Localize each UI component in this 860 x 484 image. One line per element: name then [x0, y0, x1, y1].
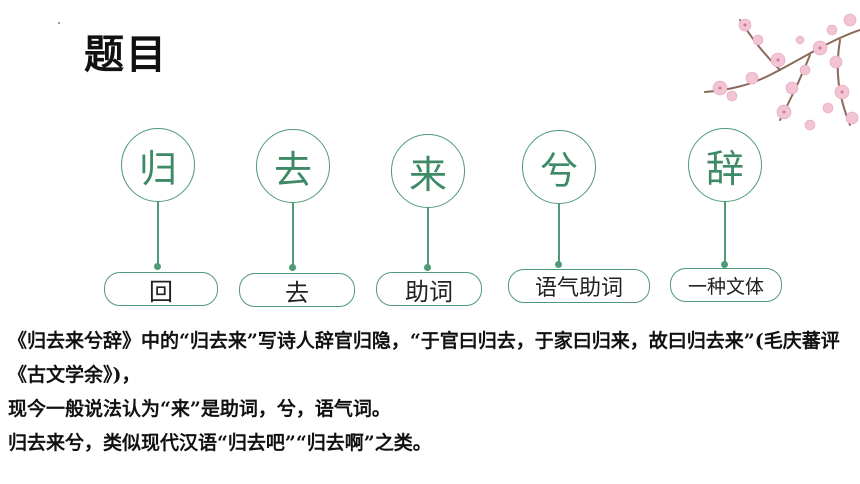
char-circle: 归 — [121, 128, 195, 202]
meaning-pill: 回 — [104, 272, 218, 306]
char-circle: 兮 — [522, 130, 596, 204]
page-title: 题目 — [84, 32, 168, 78]
meaning-pill: 语气助词 — [508, 269, 650, 303]
connector-line — [558, 204, 560, 264]
paragraph: 《归去来兮辞》中的“归去来”写诗人辞官归隐，“于官曰归去，于家曰归来，故曰归去来… — [8, 330, 840, 386]
char-label: 兮 — [539, 148, 578, 193]
char-circle: 去 — [256, 129, 330, 203]
meaning-pill: 助词 — [376, 272, 482, 306]
explanation-text: 《归去来兮辞》中的“归去来”写诗人辞官归隐，“于官曰归去，于家曰归来，故曰归去来… — [8, 324, 854, 460]
meaning-label: 语气助词 — [534, 276, 623, 301]
meaning-label: 一种文体 — [687, 275, 764, 298]
char-label: 辞 — [705, 146, 744, 191]
char-label: 来 — [408, 152, 447, 197]
meaning-pill: 去 — [239, 273, 355, 307]
paragraph: 现今一般说法认为“来”是助词，兮，语气词。 — [8, 398, 391, 420]
meaning-label: 去 — [285, 278, 309, 307]
connector-dot — [721, 261, 728, 268]
char-label: 去 — [273, 147, 312, 192]
plum-blossom-decoration — [704, 13, 860, 131]
meaning-label: 助词 — [405, 277, 453, 306]
connector-dot — [424, 264, 431, 271]
meaning-label: 回 — [149, 277, 173, 306]
char-circle: 辞 — [688, 128, 762, 202]
meaning-pill: 一种文体 — [670, 268, 782, 302]
decor-dot — [58, 22, 60, 24]
connector-dot — [154, 263, 161, 270]
paragraph: 归去来兮，类似现代汉语“归去吧”“归去啊”之类。 — [8, 432, 432, 454]
char-label: 归 — [138, 146, 177, 191]
connector-dot — [555, 261, 562, 268]
connector-line — [427, 208, 429, 266]
connector-dot — [289, 264, 296, 271]
connector-line — [157, 202, 159, 268]
connector-line — [724, 202, 726, 264]
char-circle: 来 — [391, 134, 465, 208]
connector-line — [292, 203, 294, 267]
